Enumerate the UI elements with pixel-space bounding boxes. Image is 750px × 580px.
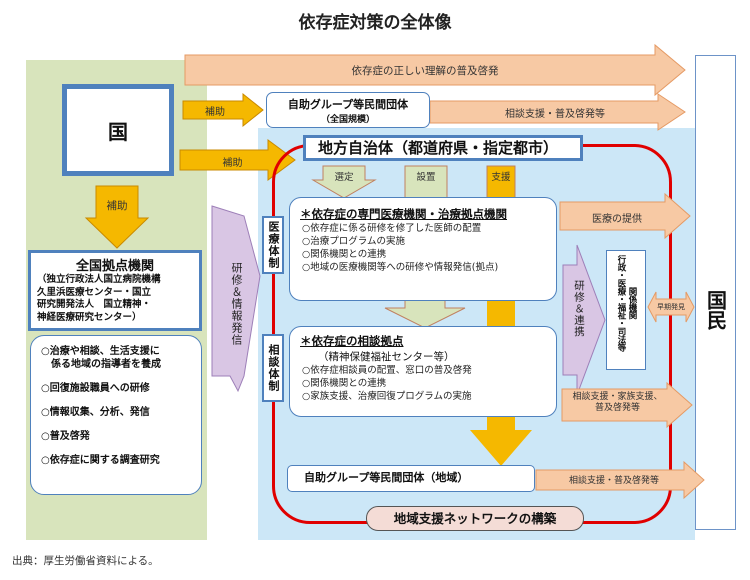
early-detection-label: 早期発見 [657, 303, 685, 311]
training-cooperation-arrow [562, 244, 606, 396]
national-government-box: 国 [62, 84, 174, 176]
subsidy-arrow-1-label: 補助 [205, 107, 225, 118]
subsidy-arrow-down-label: 補助 [106, 200, 128, 212]
medical-system-label: 医療体制 [262, 216, 284, 274]
consultation-support-line2: 普及啓発等 [594, 403, 640, 413]
consultation-item: ○家族支援、治療回復プログラムの実施 [302, 391, 472, 402]
subsidy-arrow-1 [182, 92, 264, 128]
medical-item: ○地域の医療機関等への研修や情報発信(拠点) [302, 262, 499, 273]
medical-item: ○関係機関との連携 [302, 249, 387, 260]
national-center-line: 研究開発法人 国立精神・ [37, 299, 152, 310]
support-arrow-down [470, 416, 532, 466]
consultation-item: ○関係機関との連携 [302, 378, 387, 389]
local-support-arrow [535, 460, 705, 500]
citizens-box [695, 55, 736, 530]
medical-provision-label: 医療の提供 [592, 214, 642, 225]
establishment-label: 設置 [416, 172, 436, 183]
role-item: ○普及啓発 [41, 431, 90, 442]
medical-item: ○治療プログラムの実施 [302, 236, 406, 247]
consultation-center-heading: ＊依存症の相談拠点 [300, 334, 404, 348]
support-bar-top [486, 165, 516, 199]
role-item-line: ○治療や相談、生活支援に [41, 346, 160, 357]
establishment-bar [404, 165, 448, 199]
role-item: ○情報収集、分析、発信 [41, 407, 150, 418]
medical-institutions-box: ＊依存症の専門医療機関・治療拠点機関 ○依存症に係る研修を修了した医師の配置 ○… [289, 197, 557, 301]
local-support-label: 相談支援・普及啓発等 [568, 476, 659, 486]
national-support-arrow [429, 93, 686, 131]
page-title: 依存症対策の全体像 [298, 13, 452, 33]
support-bar-mid [487, 300, 515, 328]
role-item-line: 係る地域の指導者を養成 [51, 359, 161, 370]
medical-item: ○依存症に係る研修を修了した医師の配置 [302, 223, 482, 234]
training-info-label: 研修＆情報発信 [230, 262, 243, 346]
national-center-heading: 全国拠点機関 [75, 259, 154, 274]
local-government-box: 地方自治体（都道府県・指定都市） [303, 135, 583, 161]
selection-label: 選定 [334, 172, 354, 183]
role-item: ○依存症に関する調査研究 [41, 455, 160, 466]
national-center-box: 全国拠点機関 （独立行政法人国立病院機構 久里浜医療センター・国立 研究開発法人… [28, 250, 202, 331]
citizens-label: 国民 [703, 290, 728, 330]
national-self-help-title: 自助グループ等民間団体 [287, 98, 409, 111]
consultation-support-arrow [561, 381, 693, 429]
related-agencies-box: 行政・医療・福祉・司法等 関係機関 [606, 250, 646, 370]
national-support-arrow-label: 相談支援・普及啓発等 [505, 109, 605, 120]
national-government-label: 国 [108, 119, 128, 144]
related-agencies-sub: 関係機関 [627, 287, 637, 319]
consultation-support-label: 相談支援・家族支援、 普及啓発等 [565, 392, 670, 414]
consultation-support-line1: 相談支援・家族支援、 [572, 392, 663, 402]
national-center-roles: ○治療や相談、生活支援に 係る地域の指導者を養成 ○回復施設職員への研修 ○情報… [30, 335, 202, 495]
early-detection-arrow [647, 291, 695, 323]
national-center-line: （独立行政法人国立病院機構 [37, 274, 161, 285]
local-self-help-groups: 自助グループ等民間団体（地域） [287, 465, 535, 492]
consultation-system-label: 相談体制 [262, 334, 284, 402]
selection-arrow [311, 165, 377, 199]
national-center-line: 久里浜医療センター・国立 [37, 286, 152, 298]
subsidy-arrow-down [84, 185, 150, 249]
awareness-arrow-label: 依存症の正しい理解の普及啓発 [351, 65, 499, 77]
support-label: 支援 [491, 172, 511, 183]
role-item: ○回復施設職員への研修 [41, 383, 150, 394]
consultation-item: ○依存症相談員の配置、窓口の普及啓発 [302, 365, 472, 376]
national-self-help-groups: 自助グループ等民間団体 （全国規模） [266, 92, 430, 128]
medical-institutions-heading: ＊依存症の専門医療機関・治療拠点機関 [300, 207, 507, 221]
role-item: ○治療や相談、生活支援に 係る地域の指導者を養成 [41, 345, 201, 371]
awareness-arrow [184, 43, 686, 97]
training-info-arrow [211, 205, 261, 393]
medical-provision-arrow [559, 192, 691, 240]
national-center-line: 神経医療研究センター） [37, 311, 142, 323]
subsidy-arrow-2-label: 補助 [222, 158, 243, 169]
consultation-center-sub: （精神保健福祉センター等） [318, 351, 455, 363]
medical-to-consultation-arrow [384, 299, 466, 329]
national-self-help-scope: （全国規模） [320, 115, 375, 125]
consultation-center-box: ＊依存症の相談拠点 （精神保健福祉センター等） ○依存症相談員の配置、窓口の普及… [289, 326, 557, 417]
training-cooperation-label: 研修＆連携 [573, 280, 585, 338]
related-agencies-label: 行政・医療・福祉・司法等 [616, 255, 626, 351]
source-note: 出典：厚生労働省資料による。 [12, 555, 159, 567]
regional-network-label: 地域支援ネットワークの構築 [366, 506, 584, 531]
